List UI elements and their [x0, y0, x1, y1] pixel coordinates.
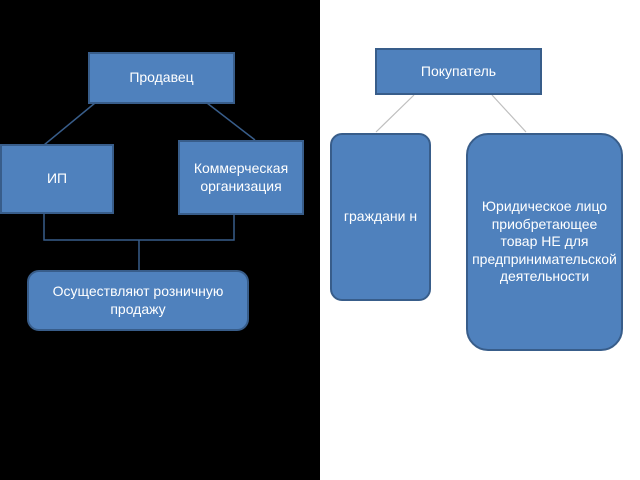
citizen-box: граждани н — [330, 133, 431, 301]
commercial-org-box: Коммерческая организация — [178, 140, 304, 215]
connector-buyer-to-legal — [491, 94, 527, 133]
buyer-label: Покупатель — [420, 62, 497, 79]
seller-label: Продавец — [129, 69, 194, 86]
retail-box: Осуществляют розничную продажу — [27, 270, 249, 331]
retail-label: Осуществляют розничную продажу — [52, 283, 224, 317]
citizen-label: граждани н — [343, 208, 418, 225]
connector-buyer-to-citizen — [375, 94, 415, 133]
buyer-box: Покупатель — [375, 48, 542, 95]
connector-seller-to-commercial — [206, 102, 256, 141]
connector-bracket-to-retail — [43, 214, 235, 241]
connector-seller-to-ip — [43, 102, 96, 146]
commercial-org-label: Коммерческая организация — [193, 160, 289, 194]
legal-entity-label: Юридическое лицо приобретающее товар НЕ … — [472, 198, 617, 285]
seller-box: Продавец — [88, 52, 235, 104]
legal-entity-box: Юридическое лицо приобретающее товар НЕ … — [466, 133, 623, 351]
ip-box: ИП — [0, 144, 114, 214]
ip-label: ИП — [46, 170, 68, 187]
